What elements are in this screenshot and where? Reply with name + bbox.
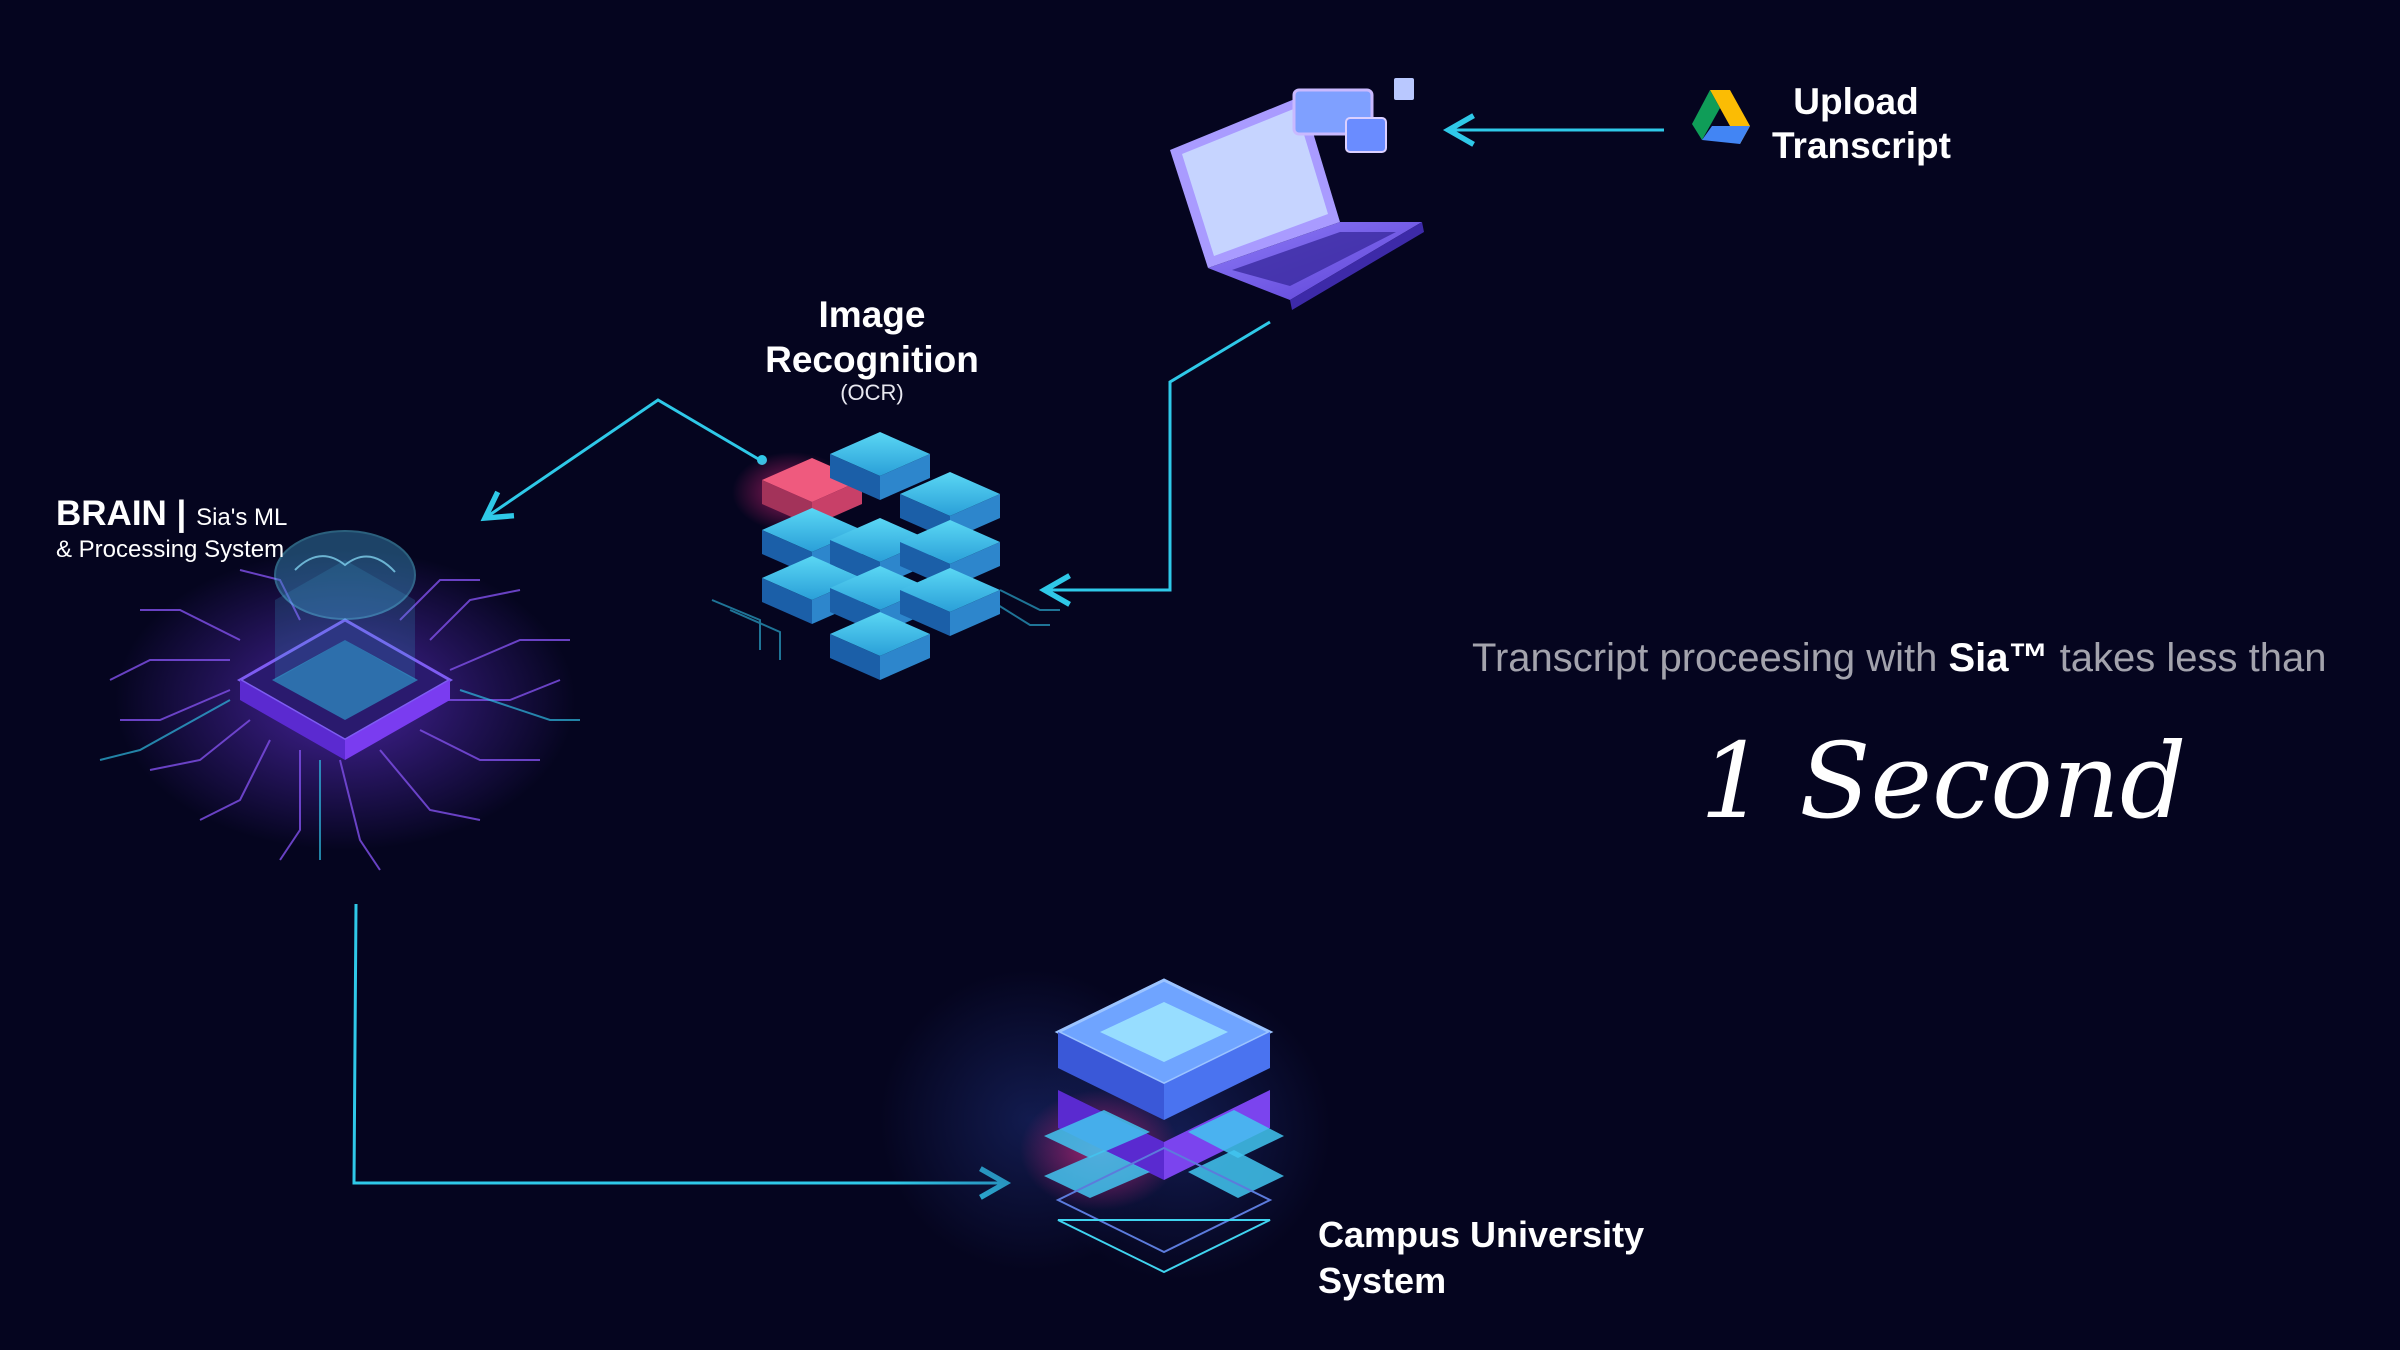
image-line2: Recognition — [765, 339, 979, 380]
server-stack-icon — [711, 432, 1060, 680]
brain-title: BRAIN | — [56, 494, 187, 533]
laptop-icon — [1170, 78, 1424, 310]
connector-laptop-to-ocr — [1038, 320, 1271, 607]
campus-line2: System — [1318, 1260, 1447, 1301]
headline-time: 1 Second — [1700, 720, 2187, 842]
campus-system-label: Campus University System — [1318, 1212, 1644, 1304]
tagline-before: Transcript proceesing with — [1472, 636, 1949, 680]
brain-label: BRAIN | Sia's ML — [56, 494, 287, 538]
tagline: Transcript proceesing with Sia™ takes le… — [1472, 636, 2326, 681]
tagline-after: takes less than — [2048, 636, 2327, 680]
brain-chip-icon — [99, 530, 580, 871]
brain-subtitle-line2: & Processing System — [56, 536, 285, 563]
upload-line1: Upload — [1793, 81, 1919, 122]
tagline-brand: Sia™ — [1948, 636, 2049, 680]
brain-subtitle-line1: Sia's ML — [196, 504, 288, 531]
campus-line1: Campus University — [1318, 1214, 1645, 1255]
database-server-icon — [880, 970, 1330, 1280]
connector-ocr-to-brain — [480, 398, 767, 522]
connector-brain-to-campus — [352, 903, 1012, 1200]
upload-line2: Transcript — [1772, 125, 1951, 166]
image-line1: Image — [818, 294, 926, 335]
ocr-sublabel: (OCR) — [840, 380, 904, 405]
image-recognition-label: Image Recognition — [760, 292, 984, 382]
upload-transcript-label: Upload Transcript — [1772, 80, 1951, 168]
google-drive-icon — [1692, 90, 1750, 144]
